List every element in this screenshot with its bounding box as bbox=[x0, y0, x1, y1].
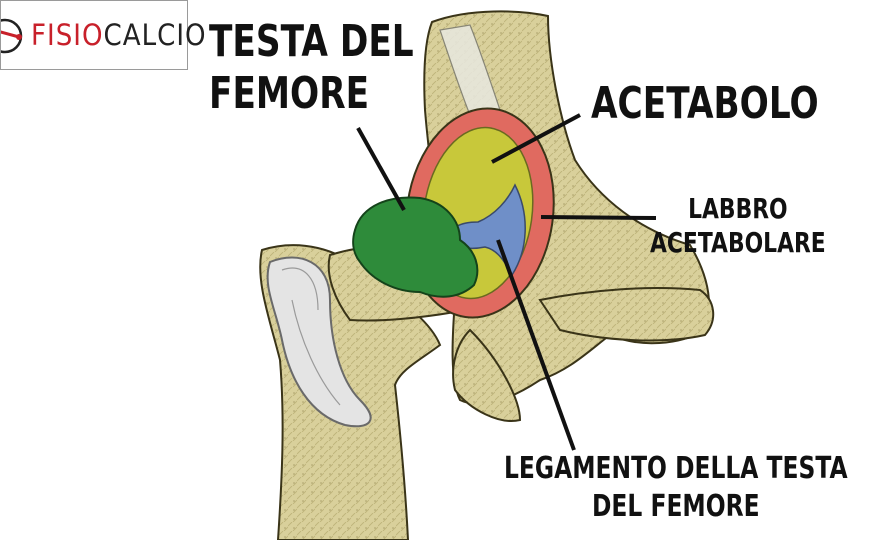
label-labrum-line1: LABBRO bbox=[688, 192, 788, 225]
leader-femoral-head bbox=[356, 127, 406, 211]
label-labrum: LABBRO ACETABOLARE bbox=[650, 195, 826, 257]
label-femoral-head-line2: FEMORE bbox=[209, 68, 370, 119]
leader-ligament bbox=[496, 239, 576, 451]
fisiocalcio-logo: FISIOCALCIO bbox=[0, 0, 206, 70]
leader-acetabulum bbox=[491, 113, 581, 164]
label-ligament-line1: LEGAMENTO DELLA TESTA bbox=[504, 451, 848, 486]
trochanter-cartilage bbox=[266, 256, 372, 428]
ischium bbox=[452, 328, 522, 422]
leader-labrum bbox=[540, 215, 657, 220]
label-ligament: LEGAMENTO DELLA TESTA DEL FEMORE bbox=[504, 454, 848, 522]
label-acetabulum: ACETABOLO bbox=[591, 82, 819, 126]
label-acetabulum-text: ACETABOLO bbox=[591, 78, 819, 129]
logo-text: FISIOCALCIO bbox=[31, 17, 207, 53]
label-femoral-head: TESTA DEL FEMORE bbox=[209, 20, 414, 116]
label-femoral-head-line1: TESTA DEL bbox=[209, 16, 414, 67]
pubic-ramus bbox=[538, 287, 715, 342]
femoral-head bbox=[352, 196, 479, 298]
label-ligament-line2: DEL FEMORE bbox=[591, 489, 760, 524]
logo-calcio: CALCIO bbox=[103, 18, 207, 52]
logo-fisio: FISIO bbox=[31, 18, 104, 52]
logo-ball-icon bbox=[1, 18, 23, 54]
label-labrum-line2: ACETABOLARE bbox=[650, 226, 826, 259]
